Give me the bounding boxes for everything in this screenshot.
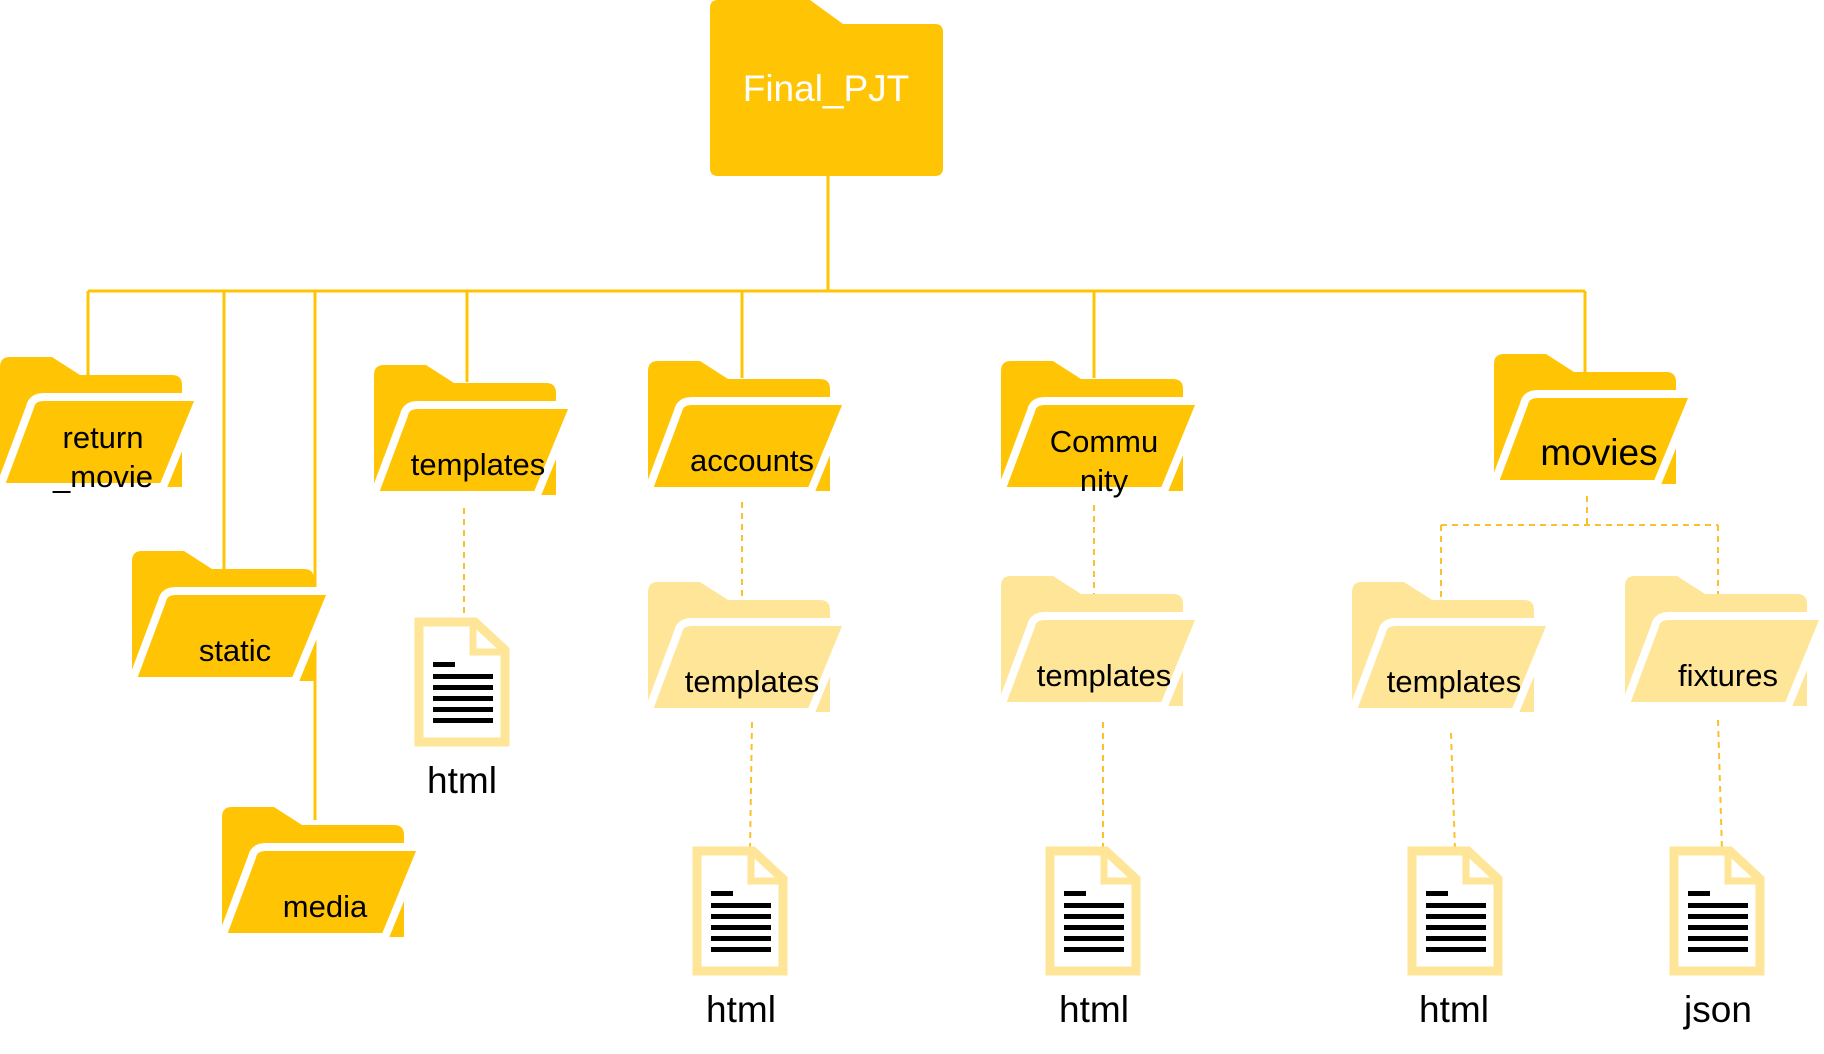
folder-movies-fixtures[interactable]: fixtures bbox=[1625, 576, 1824, 706]
folder-templates-root-label: templates bbox=[411, 447, 545, 482]
document-icon bbox=[1674, 851, 1760, 971]
folder-community-templates[interactable]: templates bbox=[1001, 576, 1201, 706]
folder-static[interactable]: static bbox=[132, 551, 332, 681]
file-community-html-label: html bbox=[1059, 989, 1129, 1030]
folder-templates-root[interactable]: templates bbox=[374, 365, 574, 495]
file-templates-root-html[interactable]: html bbox=[419, 622, 505, 801]
file-accounts-html[interactable]: html bbox=[697, 851, 783, 1030]
folder-media-label: media bbox=[283, 889, 368, 924]
folder-community[interactable]: Commu nity bbox=[1001, 361, 1201, 498]
folder-accounts-templates[interactable]: templates bbox=[648, 582, 848, 712]
folder-accounts-templates-label: templates bbox=[685, 664, 819, 699]
file-movies-templates-html[interactable]: html bbox=[1412, 851, 1498, 1030]
folder-movies-templates[interactable]: templates bbox=[1352, 582, 1552, 712]
folder-icon bbox=[710, 0, 943, 176]
root-folder-label: Final_PJT bbox=[743, 68, 910, 109]
document-icon bbox=[419, 622, 505, 742]
folder-community-label-line2: nity bbox=[1080, 463, 1129, 498]
file-movies-fixtures-json-label: json bbox=[1683, 989, 1752, 1030]
folder-movies[interactable]: movies bbox=[1494, 354, 1694, 484]
file-accounts-html-label: html bbox=[706, 989, 776, 1030]
dashed-connector-lines bbox=[463, 496, 1723, 851]
folder-accounts[interactable]: accounts bbox=[648, 361, 848, 491]
file-templates-root-html-label: html bbox=[427, 760, 497, 801]
connector-lines bbox=[86, 176, 1587, 820]
folder-return-movie-label-line1: return bbox=[63, 420, 144, 455]
folder-accounts-label: accounts bbox=[690, 443, 814, 478]
document-icon bbox=[1412, 851, 1498, 971]
document-icon bbox=[697, 851, 783, 971]
folder-return-movie-label-line2: _movie bbox=[52, 459, 153, 494]
document-icon bbox=[1050, 851, 1136, 971]
folder-movies-fixtures-label: fixtures bbox=[1678, 658, 1778, 693]
folder-community-templates-label: templates bbox=[1037, 658, 1171, 693]
file-movies-templates-html-label: html bbox=[1419, 989, 1489, 1030]
folder-return-movie[interactable]: return _movie bbox=[0, 357, 200, 494]
folder-community-label-line1: Commu bbox=[1050, 424, 1159, 459]
folder-movies-label: movies bbox=[1540, 432, 1657, 473]
folder-movies-templates-label: templates bbox=[1387, 664, 1521, 699]
file-community-html[interactable]: html bbox=[1050, 851, 1136, 1030]
folder-media[interactable]: media bbox=[222, 807, 422, 937]
root-folder[interactable]: Final_PJT bbox=[710, 0, 943, 176]
folder-static-label: static bbox=[199, 633, 271, 668]
file-movies-fixtures-json[interactable]: json bbox=[1674, 851, 1760, 1030]
